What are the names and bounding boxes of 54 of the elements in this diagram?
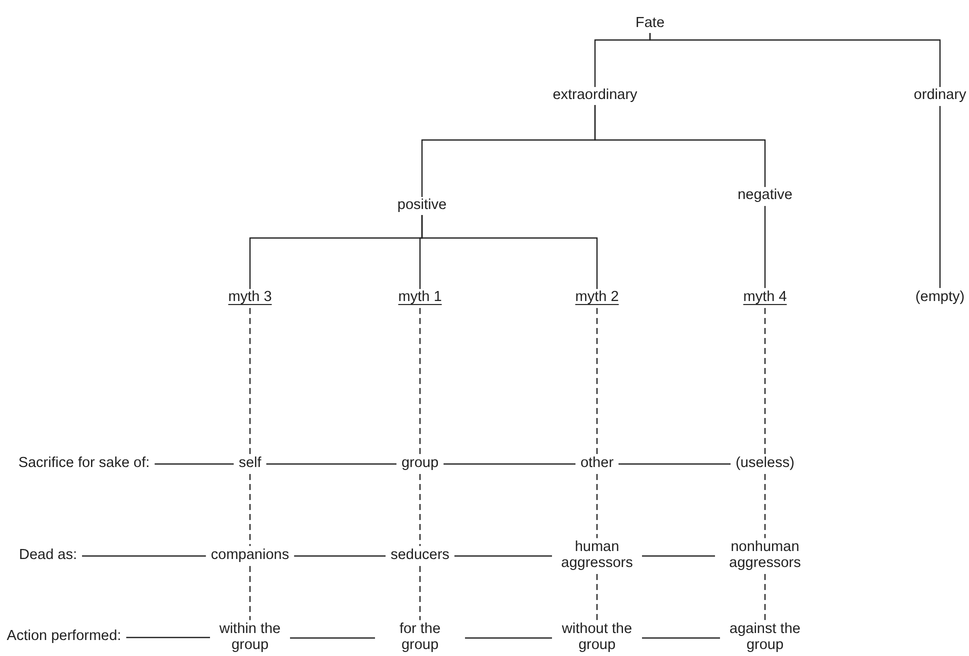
- dashed-line: [596, 574, 598, 620]
- node-label: (useless): [736, 456, 794, 472]
- connector-line: [939, 106, 941, 288]
- dashed-line: [764, 474, 766, 538]
- node-label: Dead as:: [18, 548, 78, 564]
- connector-line: [465, 637, 552, 639]
- node-label: group: [401, 456, 439, 472]
- dashed-line: [596, 308, 598, 454]
- connector-line: [444, 463, 576, 465]
- node-label: Action performed:: [6, 629, 122, 645]
- connector-line: [764, 206, 766, 288]
- node-label: myth 1: [398, 290, 442, 306]
- connector-line: [642, 637, 720, 639]
- node-label: myth 3: [228, 290, 272, 306]
- connector-line: [266, 463, 396, 465]
- dashed-line: [419, 474, 421, 546]
- node-label: seducers: [390, 548, 450, 564]
- connector-line: [454, 555, 552, 557]
- node-label: other: [580, 456, 614, 472]
- connector-line: [594, 104, 766, 188]
- dashed-line: [249, 566, 251, 620]
- dashed-line: [596, 474, 598, 538]
- node-label: for the group: [380, 622, 460, 654]
- node-label: myth 4: [743, 290, 787, 306]
- node-label: self: [238, 456, 262, 472]
- connector-line: [126, 636, 210, 638]
- dashed-line: [419, 308, 421, 454]
- node-label: myth 2: [575, 290, 619, 306]
- connector-line: [294, 555, 386, 557]
- node-label: without the group: [557, 622, 637, 654]
- connector-line: [649, 32, 941, 88]
- connector-line: [421, 214, 598, 290]
- node-label: against the group: [725, 622, 805, 654]
- connector-line: [290, 637, 375, 639]
- node-label: Sacrifice for sake of:: [18, 456, 150, 472]
- node-label: human aggressors: [557, 540, 637, 572]
- node-label: nonhuman aggressors: [720, 540, 810, 572]
- dashed-line: [419, 566, 421, 620]
- connector-line: [82, 555, 206, 557]
- node-label: within the group: [215, 622, 285, 654]
- node-label: Fate: [636, 16, 664, 32]
- connector-line: [642, 555, 715, 557]
- connector-line: [618, 463, 731, 465]
- connector-line: [154, 463, 234, 465]
- node-label: extraordinary: [552, 88, 638, 104]
- node-label: (empty): [915, 290, 965, 306]
- node-label: ordinary: [914, 88, 966, 104]
- node-label: positive: [397, 198, 447, 214]
- dashed-line: [764, 574, 766, 620]
- dashed-line: [249, 308, 251, 454]
- node-label: negative: [738, 188, 792, 204]
- node-label: companions: [210, 548, 290, 564]
- dashed-line: [249, 474, 251, 546]
- dashed-line: [764, 308, 766, 454]
